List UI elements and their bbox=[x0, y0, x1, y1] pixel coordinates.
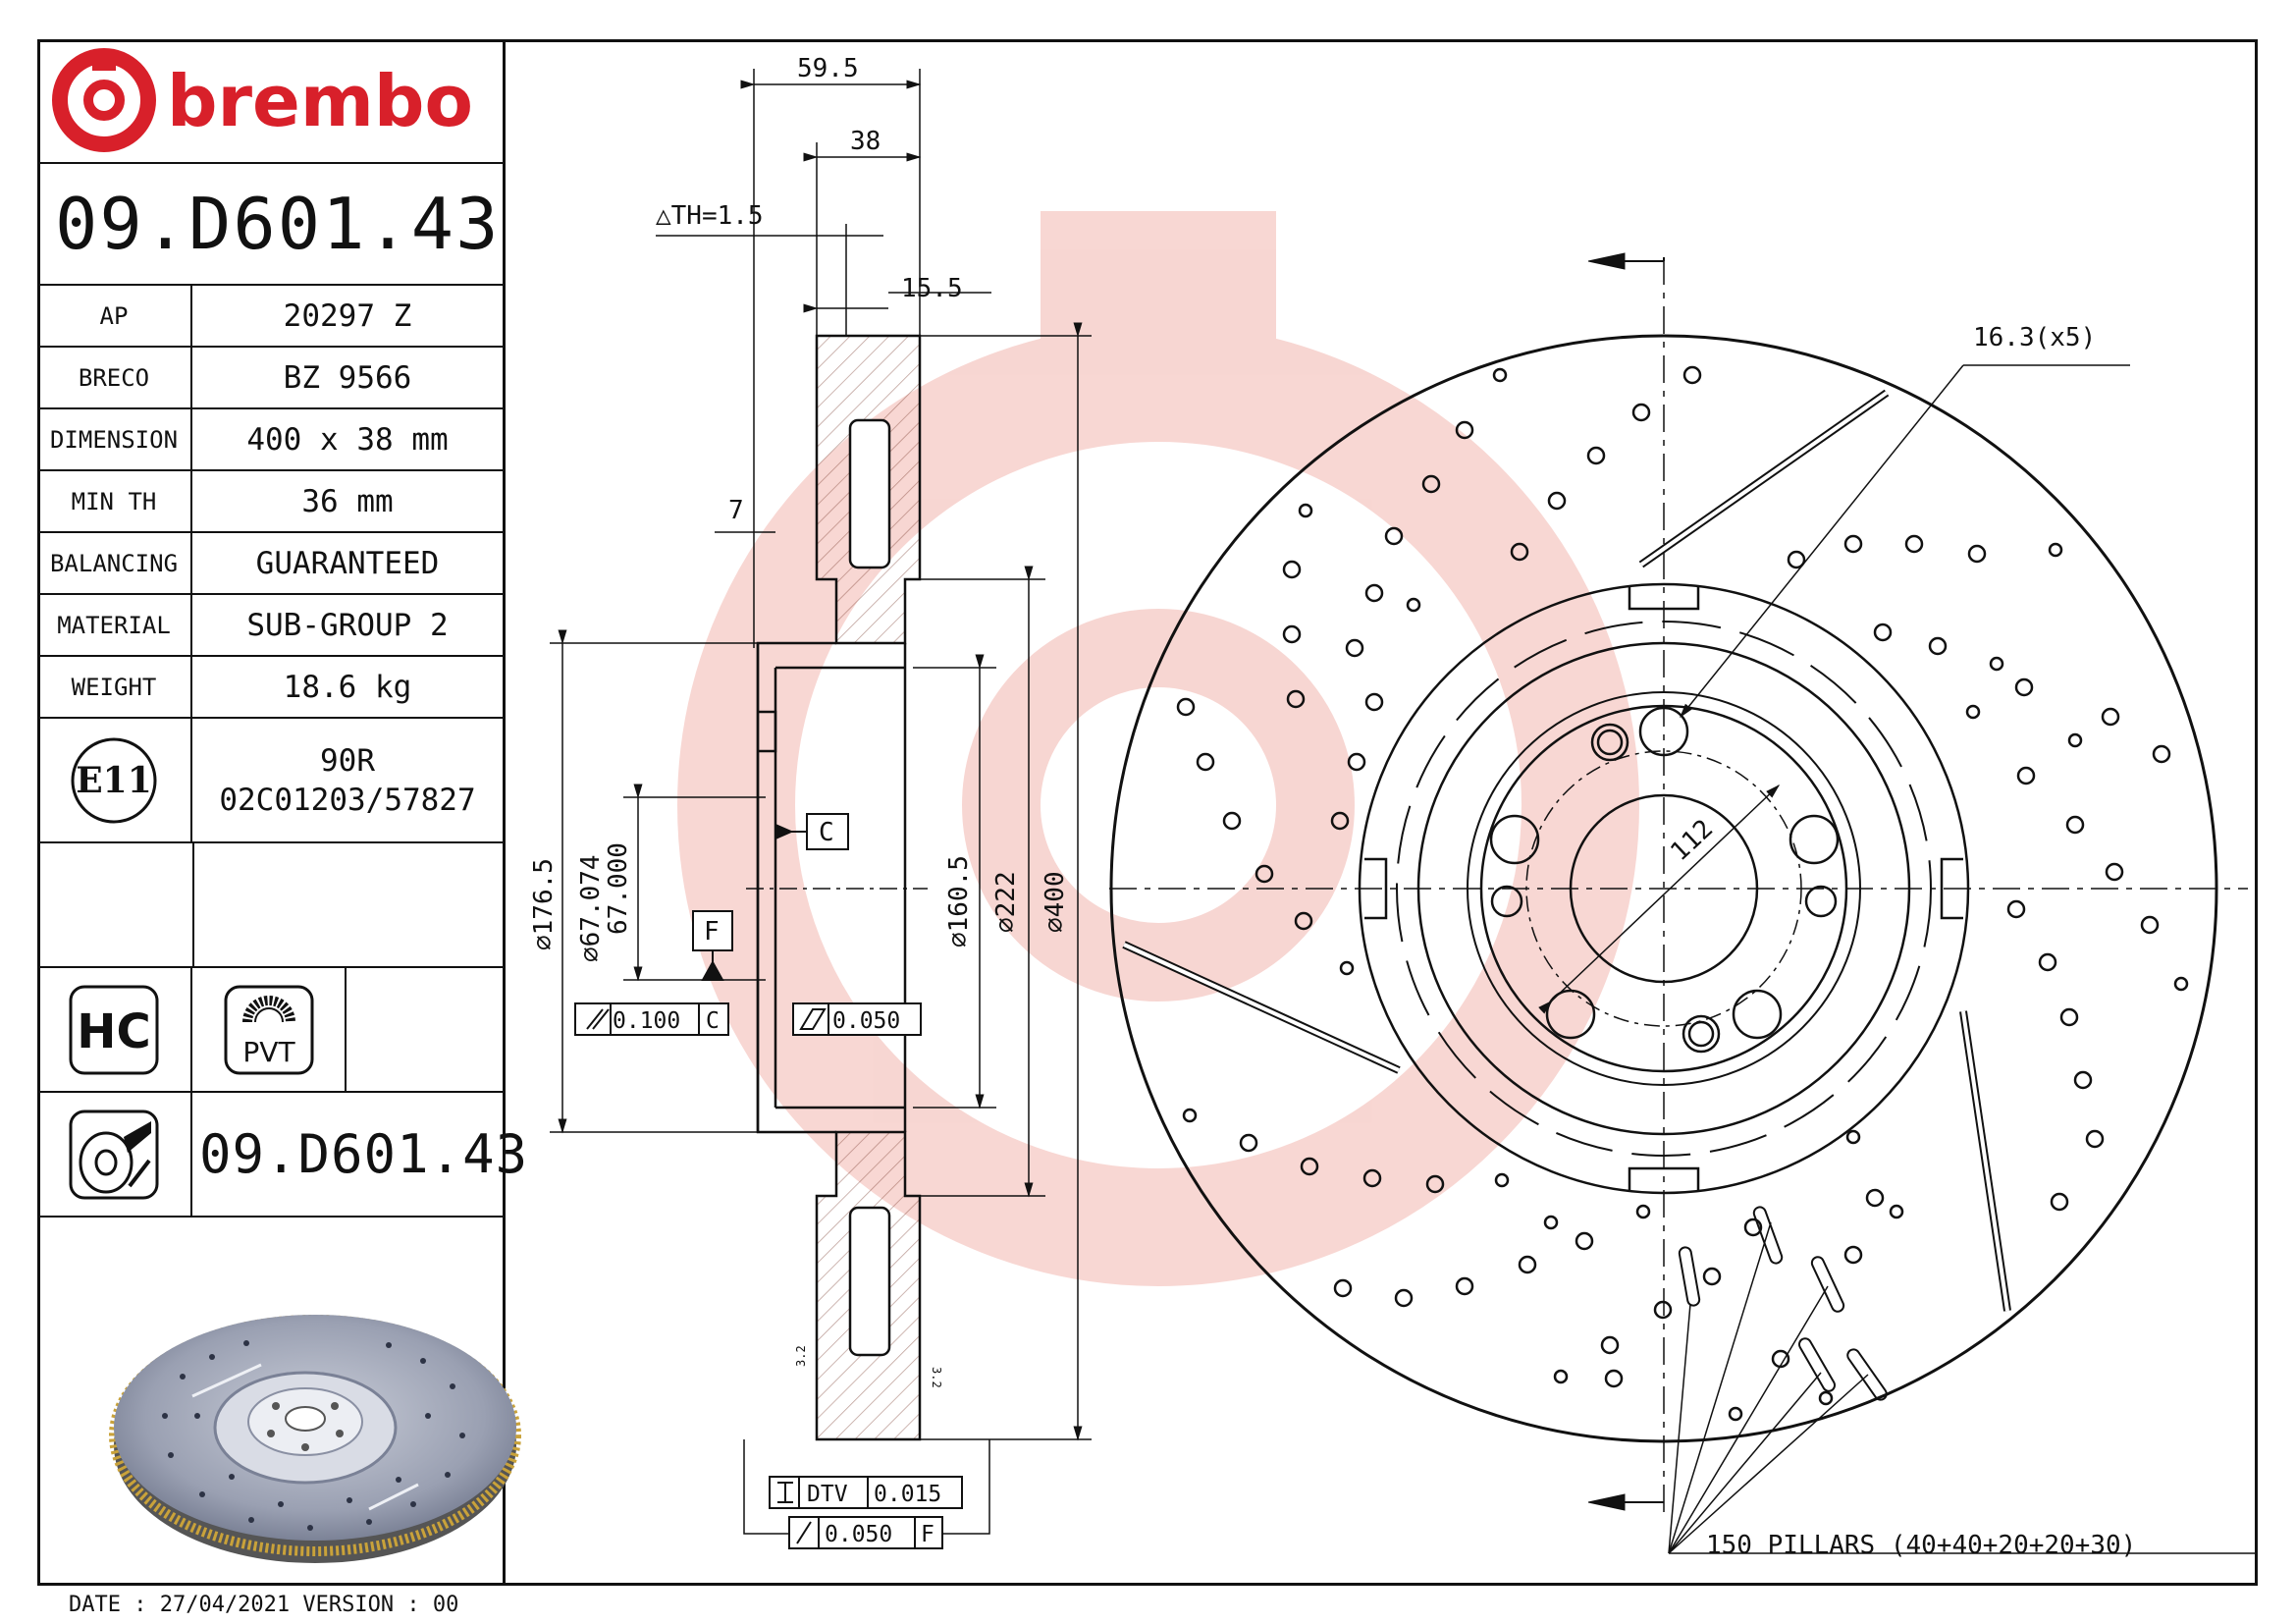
hc-badge-label: HC bbox=[77, 1004, 150, 1059]
spec-row-material: MATERIAL SUB-GROUP 2 bbox=[37, 595, 503, 657]
certification-row: E11 90R 02C01203/57827 bbox=[37, 719, 503, 843]
spec-key: AP bbox=[37, 286, 192, 346]
spec-row-weight: WEIGHT 18.6 kg bbox=[37, 657, 503, 719]
part-number-bottom: 09.D601.43 bbox=[199, 1123, 529, 1185]
drawing-date-version: DATE : 27/04/2021 VERSION : 00 bbox=[69, 1593, 459, 1617]
spec-key: WEIGHT bbox=[37, 657, 192, 717]
brembo-logo: brembo bbox=[52, 48, 473, 152]
e-mark-cell: E11 bbox=[37, 719, 192, 841]
part-number: 09.D601.43 bbox=[37, 164, 503, 286]
spec-value: 20297 Z bbox=[283, 298, 412, 334]
hc-badge-icon: HC bbox=[69, 985, 159, 1074]
spec-value: 400 x 38 mm bbox=[246, 421, 449, 458]
spec-row-dimension: DIMENSION 400 x 38 mm bbox=[37, 409, 503, 471]
pvt-badge-icon: PVT bbox=[224, 985, 313, 1074]
e-mark-label: E11 bbox=[76, 760, 152, 801]
spec-row-min-th: MIN TH 36 mm bbox=[37, 471, 503, 533]
part-number-row: 09.D601.43 bbox=[37, 1093, 527, 1218]
brembo-mark-icon bbox=[52, 48, 156, 152]
e-mark-icon: E11 bbox=[71, 737, 157, 823]
disc-profile-cell bbox=[37, 1093, 192, 1216]
spec-row-balancing: BALANCING GUARANTEED bbox=[37, 533, 503, 595]
spec-row-ap: AP 20297 Z bbox=[37, 286, 503, 348]
spec-key: MATERIAL bbox=[37, 595, 192, 655]
spec-value: 36 mm bbox=[301, 483, 394, 519]
approval-code: 02C01203/57827 bbox=[219, 782, 476, 818]
brand-wordmark: brembo bbox=[167, 60, 473, 142]
spec-value: GUARANTEED bbox=[255, 545, 440, 581]
approval-number: 90R 02C01203/57827 bbox=[192, 719, 503, 841]
spec-key: DIMENSION bbox=[37, 409, 192, 469]
disc-render-image bbox=[109, 1315, 521, 1563]
spec-value: BZ 9566 bbox=[283, 359, 412, 396]
disc-profile-icon bbox=[69, 1110, 159, 1199]
pvt-badge-label: PVT bbox=[242, 1036, 295, 1068]
spec-key: BALANCING bbox=[37, 533, 192, 593]
brand-logo-cell: brembo bbox=[37, 39, 503, 164]
drawing-frame bbox=[37, 39, 2258, 1586]
spec-value: SUB-GROUP 2 bbox=[246, 607, 449, 643]
spec-value: 18.6 kg bbox=[283, 669, 412, 705]
spec-row-breco: BRECO BZ 9566 bbox=[37, 348, 503, 409]
title-block: brembo 09.D601.43 AP 20297 Z BRECO BZ 95… bbox=[37, 39, 527, 1586]
pvt-badge-cell: PVT bbox=[192, 968, 347, 1091]
hc-badge-cell: HC bbox=[37, 968, 192, 1091]
spec-key: MIN TH bbox=[37, 471, 192, 531]
approval-regulation: 90R bbox=[320, 742, 375, 779]
badge-row: HC PVT bbox=[37, 968, 503, 1093]
empty-row bbox=[37, 843, 503, 968]
spec-key: BRECO bbox=[37, 348, 192, 407]
